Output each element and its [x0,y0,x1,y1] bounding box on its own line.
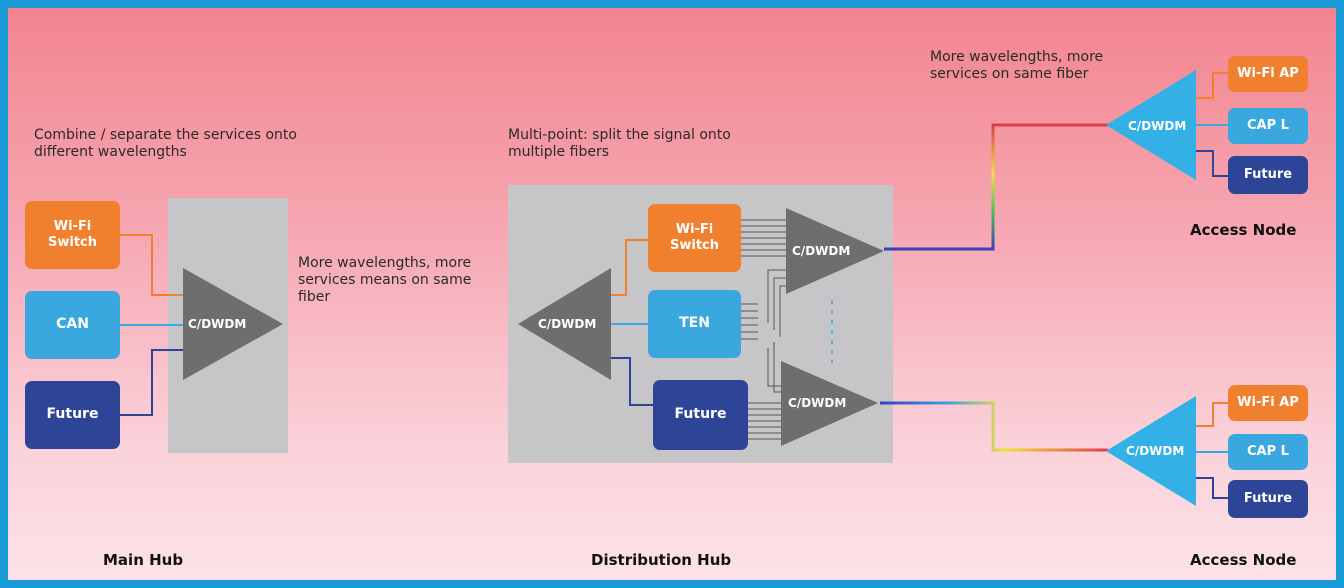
wire-acc-bot-wifi [1196,402,1228,427]
dist-bottom-mux-triangle [781,361,878,446]
wire-acc-top-future [1196,150,1228,177]
fiber-to-access-bottom [880,401,1108,452]
access-node-bottom-label: Access Node [1190,551,1297,569]
main-mux-label: C/DWDM [188,317,247,331]
split-fibers-bottom [741,303,783,440]
acc-top-future: Future [1228,156,1308,194]
access-top-mux-triangle [1106,70,1196,180]
dist-bottom-mux-label: C/DWDM [788,396,847,410]
dist-top-mux-triangle [786,208,884,294]
note-more-wavelengths-main: More wavelengths, more services means on… [298,255,472,305]
dist-future: Future [653,380,748,450]
main-mux-triangle [183,268,283,380]
dist-in-mux-triangle [518,268,611,380]
wire-dist-future [611,357,653,406]
distribution-hub-label: Distribution Hub [591,551,732,569]
acc-bot-future: Future [1228,480,1308,518]
wire-acc-top-wifi [1196,72,1228,99]
access-top-mux-label: C/DWDM [1128,119,1187,133]
split-fibers-top [741,219,786,337]
wire-main-future [120,349,183,416]
fanout-fibers [884,275,1096,382]
acc-bot-cap-l: CAP L [1228,434,1308,470]
main-future: Future [25,381,120,449]
acc-top-cap-l: CAP L [1228,108,1308,144]
wire-acc-bot-future [1196,477,1228,499]
fiber-to-access-top [884,123,1108,251]
dist-ten: TEN [648,290,741,358]
access-bottom-mux-label: C/DWDM [1126,444,1185,458]
note-combine: Combine / separate the services onto dif… [34,127,297,160]
wire-main-wifi [120,234,183,296]
dist-top-mux-label: C/DWDM [792,244,851,258]
note-more-wavelengths-access: More wavelengths, more services on same … [930,49,1104,82]
main-hub-label: Main Hub [103,551,184,569]
connections-layer [120,70,1228,506]
acc-top-wifi-ap: Wi-Fi AP [1228,56,1308,92]
main-can: CAN [25,291,120,359]
access-bottom-mux-triangle [1106,396,1196,506]
acc-bot-wifi-ap: Wi-Fi AP [1228,385,1308,421]
wire-dist-wifi [611,239,648,296]
dist-wifi-switch: Wi-Fi Switch [648,204,741,272]
access-node-top-label: Access Node [1190,221,1297,239]
dist-in-mux-label: C/DWDM [538,317,597,331]
note-multipoint: Multi-point: split the signal onto multi… [508,127,731,160]
main-wifi-switch: Wi-Fi Switch [25,201,120,269]
